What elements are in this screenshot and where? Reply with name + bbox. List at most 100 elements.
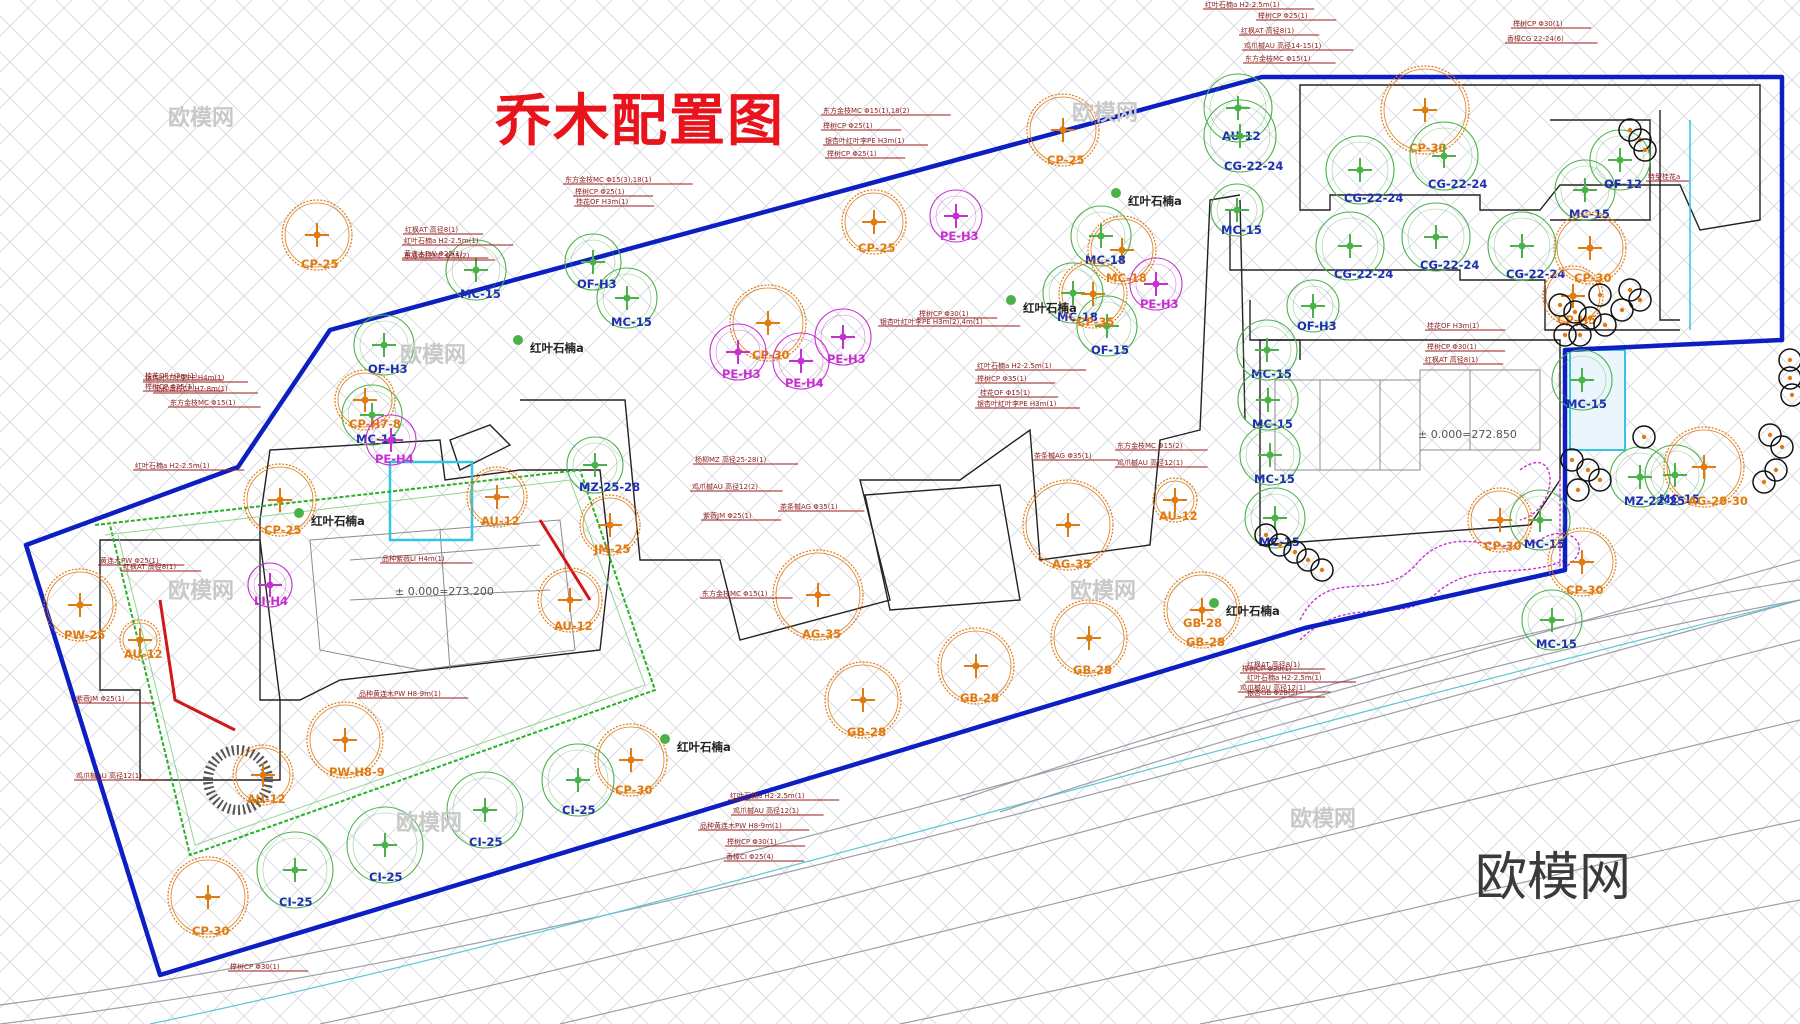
plant-annotation: 品种香樟CP H7-8m(1) [153, 384, 258, 394]
plant-annotation: 红叶石楠a H2-2.5m(1) [402, 236, 514, 246]
shrub-symbol [1770, 435, 1794, 459]
annotation-text: 品种紫薇LI H4m(1) [382, 554, 445, 563]
tree-symbol: MC-15 [1210, 183, 1264, 237]
plant-annotation: 榉树CP Φ30(1) [725, 837, 806, 847]
tree-symbol: GB-28 [937, 627, 1015, 705]
tree-label: MC-18 [1057, 310, 1098, 324]
annotation-text: 黄连木PW Φ25(1) [100, 556, 159, 565]
plant-annotation: 榉树CP Φ30(1) [1511, 19, 1592, 29]
tree-label: OF-H3 [1297, 319, 1337, 333]
tree-label: CG-22-24 [1506, 267, 1565, 281]
tree-label: CI-25 [562, 803, 596, 817]
plant-annotation: 红枫AT 高径8(1) [1245, 660, 1326, 670]
annotation-text: 榉树CP Φ25(1) [145, 382, 195, 391]
shrub-symbol [1576, 458, 1600, 482]
shrub-symbol [1764, 458, 1788, 482]
shrub-symbol [1618, 118, 1642, 142]
tree-label: AU-12 [554, 619, 593, 633]
tree-symbol: CP-25 [841, 189, 907, 255]
plant-annotation: 桂花OF H3m(1) [143, 371, 224, 381]
shrub-symbol [1778, 348, 1800, 372]
tree-symbol: OF-H3 [353, 314, 415, 376]
tree-symbol: GB-28 [824, 661, 902, 739]
annotation-text: 红叶石楠a H2-2.5m(1) [977, 361, 1052, 370]
site-boundary [23, 74, 1785, 978]
plant-annotation: 银杏叶红叶李PE H3m(2),4m(1) [878, 317, 1021, 327]
tree-symbol: PE-H4 [365, 414, 417, 466]
plant-annotation: 鸡爪槭AU 高径12(1) [731, 806, 824, 816]
tree-symbol: GB-28 [1050, 599, 1128, 677]
tree-symbol: MC-15 [1239, 424, 1301, 486]
tree-label: CG-22-24 [1334, 267, 1393, 281]
tree-symbol: CP-30 [1547, 527, 1617, 597]
tree-label: CG-22-24 [1224, 159, 1283, 173]
tree-symbol: GB-28 [1163, 571, 1241, 649]
annotation-text: 茶条槭AG Φ35(1) [780, 502, 838, 511]
plant-annotation: 黄连木PW Φ25(1) [98, 556, 185, 566]
trees-layer: PW-25CP-25LI-H4AU-12PW-H8-9AU-12CP-30CI-… [43, 65, 1800, 938]
plant-annotation: 香樟CI Φ25(4) [724, 852, 805, 862]
annotation-text: 榉树CP Φ30(1) [727, 837, 777, 846]
tree-symbol: JM-25 [579, 494, 641, 556]
annotation-text: 榉树CP Φ35(1) [977, 374, 1027, 383]
special-plant: 红叶石楠a [660, 734, 731, 754]
tree-symbol: CP-25 [243, 463, 317, 537]
shrub-symbol [1778, 366, 1800, 390]
plant-annotation: 榉树CP Φ25(1) [821, 121, 902, 131]
annotation-text: 紫薇JM Φ25(1) [76, 694, 125, 703]
tree-label: PE-H4 [785, 376, 824, 390]
annotation-text: 榉树CP Φ25(1) [575, 187, 625, 196]
plant-annotation: 红叶石楠a H2-2.5m(1) [1245, 673, 1357, 683]
annotation-text: 东方金枝MC Φ15(2) [404, 251, 470, 260]
annotation-text: 银杏叶红叶李PE H3m(1) [977, 399, 1057, 408]
annotation-text: 鸡爪槭AU 高径12(1) [1240, 683, 1306, 692]
plant-annotation: 东方金枝MC Φ15(3),18(1) [563, 175, 693, 185]
annotation-text: 东方金枝MC Φ15(1) [1245, 54, 1311, 63]
tree-symbol: AU-12 [1203, 73, 1273, 143]
annotation-text: 品种香樟CP H7-8m(1) [155, 384, 228, 393]
tree-label: PE-H3 [1140, 297, 1179, 311]
annotation-text: 榉树CP Φ25(1) [823, 121, 873, 130]
special-plant: 红叶石楠a [513, 335, 584, 355]
tree-symbol: GB-28 [1183, 616, 1222, 630]
plant-annotation: 鸡爪槭AU 高径12(2) [690, 482, 783, 492]
plant-annotation: 杨柳MZ 高径25-28(1) [693, 455, 798, 465]
plant-annotation: 榉树CP Φ30(1) [1425, 342, 1506, 352]
plant-annotation: 东方金枝MC Φ15(1) [168, 398, 261, 408]
tree-symbol: CG-22-24 [1203, 99, 1283, 173]
annotation-text: 东方金枝MC Φ15(1),18(2) [823, 106, 910, 115]
faint-watermark: 欧模网 [1070, 578, 1136, 604]
site-structures [94, 84, 1761, 857]
tree-label: CP-30 [615, 783, 652, 797]
plant-annotation: 榉树CP Φ30(1) [917, 309, 998, 319]
shrub-symbol [1566, 478, 1590, 502]
shrub-symbol [1593, 313, 1617, 337]
tree-label: CP-25 [858, 241, 895, 255]
tree-label: GB-28 [960, 691, 999, 705]
tree-symbol: AG-28-30 [1663, 426, 1748, 508]
plant-annotation: 银杏叶红叶李PE H3m(1) [823, 136, 928, 146]
plant-annotation: 榉树CP Φ25(1) [1256, 11, 1337, 21]
tree-symbol: CP-30 [1467, 487, 1533, 553]
shrub-symbol [1632, 425, 1656, 449]
plant-annotation: 东方金枝MC Φ15(1) [1243, 54, 1336, 64]
tree-symbol: AU-12 [537, 567, 603, 633]
plant-annotation: 银杏叶红叶李PE H4m(1) [143, 373, 248, 383]
tree-symbol: AU-12 [119, 619, 163, 661]
tree-label: LI-H4 [254, 594, 288, 608]
annotation-text: 桂花OF H3m(1) [1427, 321, 1479, 330]
road-curves [0, 559, 1800, 1024]
shrub-symbol [1618, 278, 1642, 302]
shrub-symbol [1568, 323, 1592, 347]
tree-label: CP-30 [752, 348, 789, 362]
tree-symbol: CG-22-24 [1401, 202, 1479, 272]
shrub-symbol [1553, 323, 1577, 347]
annotation-text: 红叶石楠a H2-2.5m(1) [1205, 0, 1280, 9]
plant-annotation: 紫薇JM Φ25(1) [74, 694, 155, 704]
tree-symbol: CG-22-24 [1487, 211, 1565, 281]
special-plant-label: 红叶石楠a [677, 740, 731, 754]
annotation-text: 桂花OF H3m(1) [145, 371, 197, 380]
shrub-symbol [1310, 558, 1334, 582]
tree-symbol: PE-H3 [1129, 257, 1183, 311]
faint-watermark: 欧模网 [168, 105, 234, 131]
